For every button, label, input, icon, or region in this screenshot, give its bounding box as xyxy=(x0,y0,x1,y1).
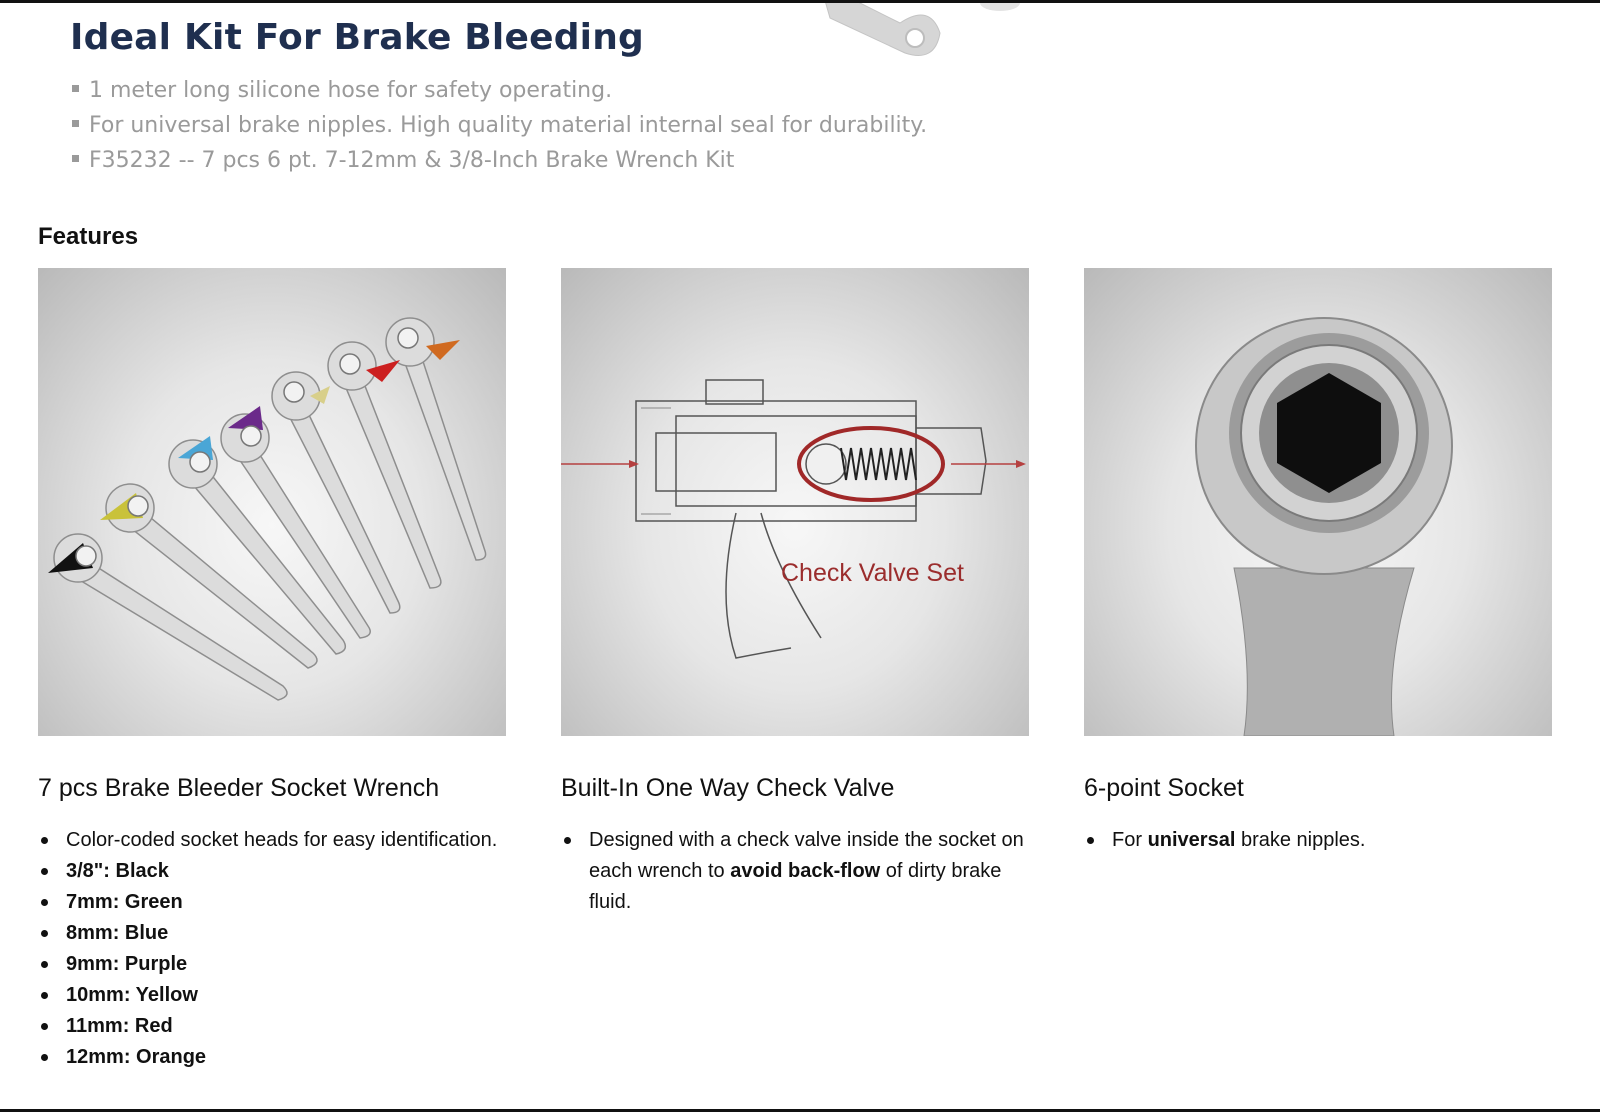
banner-bullet-list: 1 meter long silicone hose for safety op… xyxy=(72,73,927,178)
list-item: 9mm: Purple xyxy=(41,949,508,980)
banner-title: Ideal Kit For Brake Bleeding xyxy=(70,17,645,58)
list-item: For universal brake nipples. xyxy=(1087,825,1554,856)
check-valve-image[interactable]: Check Valve Set xyxy=(561,268,1029,736)
list-item: 11mm: Red xyxy=(41,1011,508,1042)
card-title: 7 pcs Brake Bleeder Socket Wrench xyxy=(38,774,440,802)
card-bullet-list: For universal brake nipples. xyxy=(1084,825,1554,856)
features-heading: Features xyxy=(38,223,139,250)
list-item: 8mm: Blue xyxy=(41,918,508,949)
list-item: 10mm: Yellow xyxy=(41,980,508,1011)
card-bullet-list: Designed with a check valve inside the s… xyxy=(561,825,1031,918)
card-bullet-list: Color-coded socket heads for easy identi… xyxy=(38,825,508,1073)
list-item: Designed with a check valve inside the s… xyxy=(564,825,1031,918)
card-title: 6-point Socket xyxy=(1084,774,1244,802)
wrench-set-image[interactable] xyxy=(38,268,506,736)
product-banner: Ideal Kit For Brake Bleeding 1 meter lon… xyxy=(0,3,1600,193)
banner-bullet: F35232 -- 7 pcs 6 pt. 7-12mm & 3/8-Inch … xyxy=(72,143,927,178)
check-valve-label: Check Valve Set xyxy=(781,559,964,587)
socket-closeup-image[interactable] xyxy=(1084,268,1552,736)
list-item: 12mm: Orange xyxy=(41,1042,508,1073)
list-item: Color-coded socket heads for easy identi… xyxy=(41,825,508,856)
top-border xyxy=(0,0,1600,3)
list-item: 3/8": Black xyxy=(41,856,508,887)
card-title: Built-In One Way Check Valve xyxy=(561,774,895,802)
feature-card-socket-wrench: 7 pcs Brake Bleeder Socket Wrench Color-… xyxy=(38,268,508,1073)
wrench-set-illustration xyxy=(48,317,487,701)
check-valve-diagram: Check Valve Set xyxy=(561,379,1026,659)
socket-closeup-illustration xyxy=(1195,317,1453,736)
wrench-image xyxy=(825,3,1020,56)
banner-bullet: 1 meter long silicone hose for safety op… xyxy=(72,73,927,108)
bottom-border xyxy=(0,1109,1600,1112)
feature-card-6-point-socket: 6-point Socket For universal brake nippl… xyxy=(1084,268,1554,856)
banner-bullet: For universal brake nipples. High qualit… xyxy=(72,108,927,143)
list-item: 7mm: Green xyxy=(41,887,508,918)
feature-card-check-valve: Check Valve Set Built-In One Way Check V… xyxy=(561,268,1031,918)
